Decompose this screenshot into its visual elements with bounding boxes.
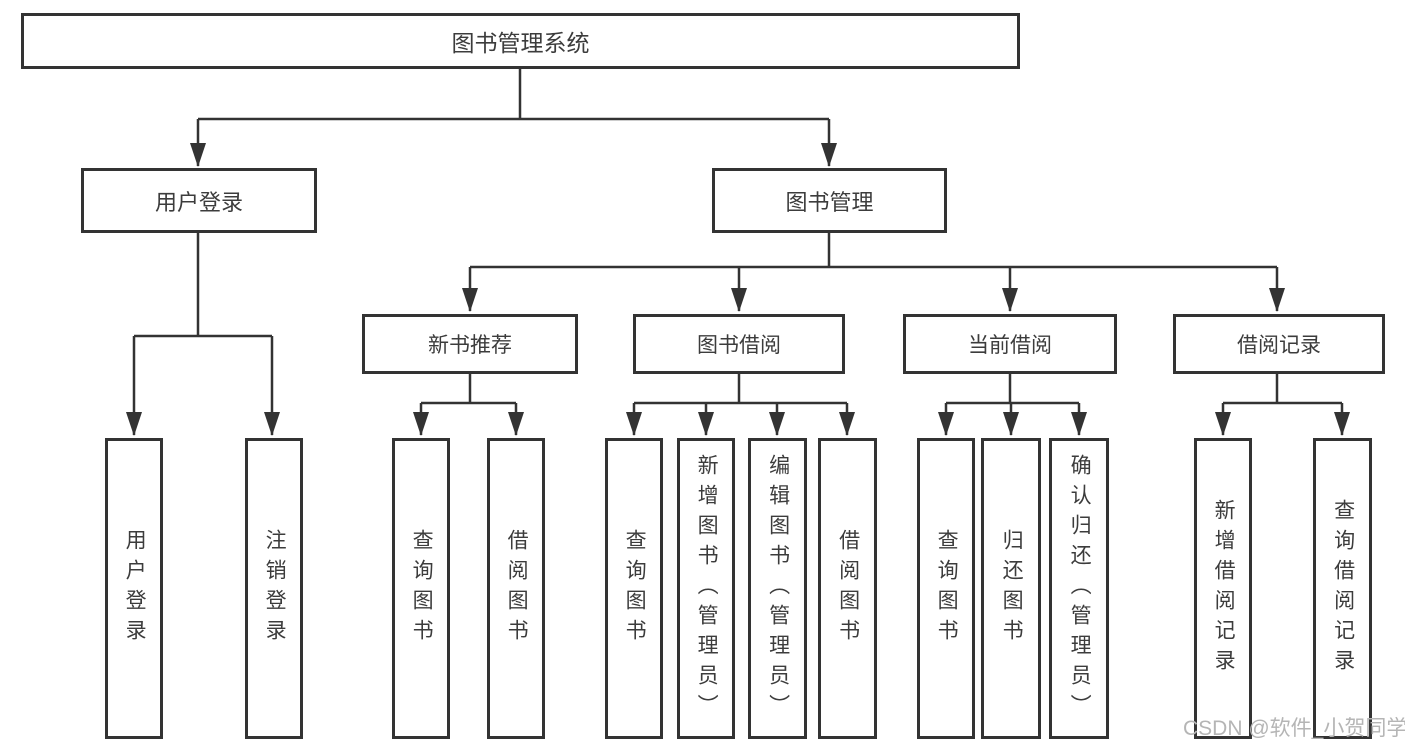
- node-book-management: 图书管理: [712, 168, 947, 233]
- node-current-borrowing: 当前借阅: [903, 314, 1117, 374]
- node-book-management-label: 图书管理: [785, 189, 874, 215]
- leaf-confirm-return-admin-label: 确认归还（管理员）: [1068, 453, 1092, 724]
- leaf-logout: 注销登录: [245, 438, 303, 739]
- leaf-edit-books-admin-label: 编辑图书（管理员）: [766, 453, 790, 724]
- leaf-user-login-label: 用户登录: [123, 528, 147, 649]
- leaf-logout-label: 注销登录: [263, 528, 287, 649]
- node-new-book-recommend: 新书推荐: [362, 314, 578, 374]
- csdn-watermark: CSDN @软件_小贺同学: [1183, 717, 1405, 740]
- leaf-borrow-books-recommend: 借阅图书: [487, 438, 545, 739]
- node-user-login-label: 用户登录: [154, 189, 243, 215]
- leaf-query-books-current: 查询图书: [917, 438, 975, 739]
- leaf-query-books-borrowing-label: 查询图书: [623, 528, 647, 649]
- leaf-borrow-books-borrowing-label: 借阅图书: [836, 528, 860, 649]
- node-borrowing-records: 借阅记录: [1173, 314, 1385, 374]
- leaf-add-borrow-record: 新增借阅记录: [1194, 438, 1252, 739]
- leaf-edit-books-admin: 编辑图书（管理员）: [748, 438, 807, 739]
- node-library-system: 图书管理系统: [21, 13, 1020, 69]
- node-library-system-label: 图书管理系统: [451, 30, 590, 56]
- node-book-borrowing-label: 图书借阅: [697, 334, 781, 357]
- node-current-borrowing-label: 当前借阅: [968, 334, 1052, 357]
- leaf-return-books: 归还图书: [981, 438, 1041, 739]
- leaf-query-books-current-label: 查询图书: [935, 528, 959, 649]
- leaf-borrow-books-borrowing: 借阅图书: [818, 438, 877, 739]
- leaf-confirm-return-admin: 确认归还（管理员）: [1049, 438, 1109, 739]
- leaf-query-books-borrowing: 查询图书: [605, 438, 663, 739]
- leaf-add-books-admin-label: 新增图书（管理员）: [695, 453, 719, 724]
- node-new-book-recommend-label: 新书推荐: [428, 334, 512, 357]
- leaf-add-books-admin: 新增图书（管理员）: [677, 438, 735, 739]
- leaf-query-books-recommend-label: 查询图书: [410, 528, 434, 649]
- node-user-login: 用户登录: [81, 168, 317, 233]
- leaf-query-borrow-record: 查询借阅记录: [1313, 438, 1372, 739]
- leaf-query-borrow-record-label: 查询借阅记录: [1331, 498, 1355, 679]
- leaf-user-login: 用户登录: [105, 438, 163, 739]
- leaf-return-books-label: 归还图书: [1000, 528, 1024, 649]
- leaf-add-borrow-record-label: 新增借阅记录: [1212, 498, 1236, 679]
- leaf-borrow-books-recommend-label: 借阅图书: [505, 528, 529, 649]
- node-borrowing-records-label: 借阅记录: [1237, 334, 1321, 357]
- leaf-query-books-recommend: 查询图书: [392, 438, 450, 739]
- node-book-borrowing: 图书借阅: [633, 314, 845, 374]
